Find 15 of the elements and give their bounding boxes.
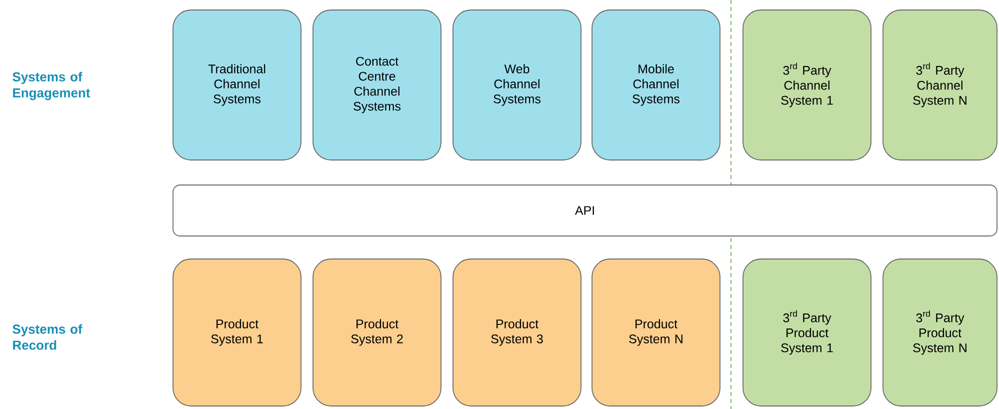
api-bar: API bbox=[172, 184, 998, 236]
system-box: Traditional Channel Systems bbox=[172, 10, 302, 160]
system-box: Product System 1 bbox=[172, 258, 302, 406]
system-box: $\text{3}^{\text{rd}}$ Party Channel System 1 bbox=[742, 10, 872, 160]
system-box: Product System 2 bbox=[312, 258, 442, 406]
row-heading: Systems of Engagement bbox=[12, 72, 90, 100]
system-box: Contact Centre Channel Systems bbox=[312, 10, 442, 160]
system-box: $\text{3}^{\text{rd}}$ Party Product System 1 bbox=[742, 258, 872, 406]
system-box: Product System 3 bbox=[452, 258, 582, 406]
system-box: Web Channel Systems bbox=[452, 10, 582, 160]
system-box: Product System N bbox=[592, 258, 720, 406]
system-box: $\text{3}^{\text{rd}}$ Party Product System N bbox=[882, 258, 998, 406]
system-box: $\text{3}^{\text{rd}}$ Party Channel System N bbox=[882, 10, 998, 160]
system-box: Mobile Channel Systems bbox=[592, 10, 720, 160]
row-heading: Systems of Record bbox=[12, 324, 82, 350]
